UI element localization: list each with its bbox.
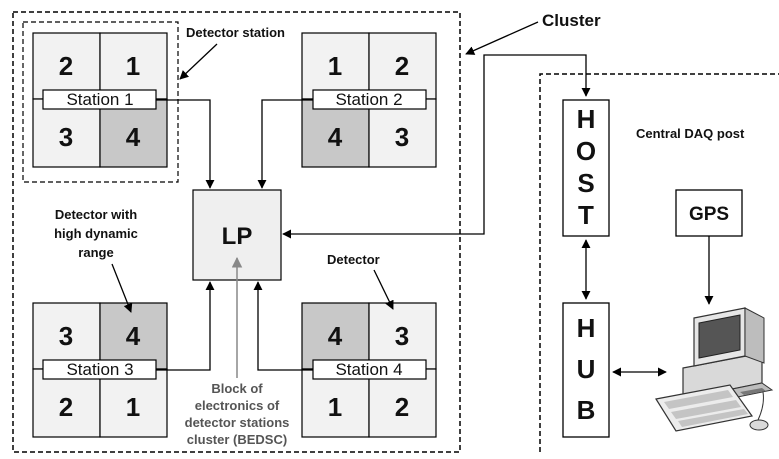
detector-station-arrow — [179, 43, 218, 80]
detector-arrow — [373, 269, 394, 310]
gps-label: GPS — [689, 204, 729, 225]
station-2-num-bl: 4 — [328, 122, 343, 152]
station-1-cell-br — [99, 98, 168, 168]
station-3-num-tl: 3 — [59, 321, 73, 351]
station-4-num-tl: 4 — [328, 321, 343, 351]
central-daq-boundary — [539, 73, 779, 452]
station-1-label: Station 1 — [66, 90, 133, 109]
station-1-num-bl: 3 — [59, 122, 73, 152]
host-letter-t: T — [578, 200, 594, 230]
station-4-to-lp-arrow — [253, 281, 313, 371]
station-4-label: Station 4 — [335, 360, 402, 379]
station-3-cell-tr — [99, 302, 168, 370]
station-1-to-lp-arrow — [156, 99, 215, 189]
station-2-num-tl: 1 — [328, 51, 342, 81]
station-4-cell-tl — [301, 302, 370, 370]
hub-letter-h: H — [577, 313, 596, 343]
station-3-num-br: 1 — [126, 392, 140, 422]
station-1-num-tl: 2 — [59, 51, 73, 81]
high-dynamic-label-2: high dynamic — [54, 226, 138, 241]
station-1: 2 1 3 4 Station 1 — [32, 32, 168, 168]
station-3-cell-bl — [32, 368, 101, 438]
bedsc-label-3: detector stations — [185, 415, 290, 430]
detector-station-label: Detector station — [186, 25, 285, 40]
host-lp-connection — [282, 54, 591, 239]
station-2-num-br: 3 — [395, 122, 409, 152]
bedsc-label-4: cluster (BEDSC) — [187, 432, 287, 447]
hub-letter-b: B — [577, 395, 596, 425]
high-dynamic-label-3: range — [78, 245, 113, 260]
station-3-to-lp-arrow — [156, 281, 215, 371]
detector-label: Detector — [327, 252, 380, 267]
station-1-cell-tl — [32, 32, 101, 100]
hub-box — [562, 302, 610, 438]
high-dynamic-arrow — [111, 263, 133, 313]
cluster-label: Cluster — [542, 11, 601, 30]
station-3: 3 4 2 1 Station 3 — [32, 302, 168, 438]
station-4-num-bl: 1 — [328, 392, 342, 422]
gps-box — [675, 189, 743, 237]
station-4-cell-bl — [301, 368, 370, 438]
station-2: 1 2 4 3 Station 2 — [301, 32, 437, 168]
hub-letter-u: U — [577, 354, 596, 384]
station-4-cell-tr — [368, 302, 437, 370]
host-letter-h: H — [577, 104, 596, 134]
station-2-label: Station 2 — [335, 90, 402, 109]
station-3-num-bl: 2 — [59, 392, 73, 422]
station-3-num-tr: 4 — [126, 321, 141, 351]
bedsc-label-1: Block of — [211, 381, 263, 396]
station-4: 4 3 1 2 Station 4 — [301, 302, 437, 438]
station-2-num-tr: 2 — [395, 51, 409, 81]
station-1-num-br: 4 — [126, 122, 141, 152]
host-letter-s: S — [577, 168, 594, 198]
host-letter-o: O — [576, 136, 596, 166]
high-dynamic-label-1: Detector with — [55, 207, 137, 222]
station-3-cell-br — [99, 368, 168, 438]
station-3-label: Station 3 — [66, 360, 133, 379]
cluster-label-arrow — [465, 21, 539, 55]
station-1-cell-bl — [32, 98, 101, 168]
lp-label: LP — [222, 223, 253, 250]
station-4-num-br: 2 — [395, 392, 409, 422]
station-4-cell-br — [368, 368, 437, 438]
station-1-cell-tr — [99, 32, 168, 100]
detector-station-boundary — [22, 21, 179, 183]
station-1-num-tr: 1 — [126, 51, 140, 81]
central-daq-label: Central DAQ post — [636, 126, 745, 141]
station-4-num-tr: 3 — [395, 321, 409, 351]
computer-icon — [655, 307, 774, 432]
bedsc-label-2: electronics of — [195, 398, 280, 413]
